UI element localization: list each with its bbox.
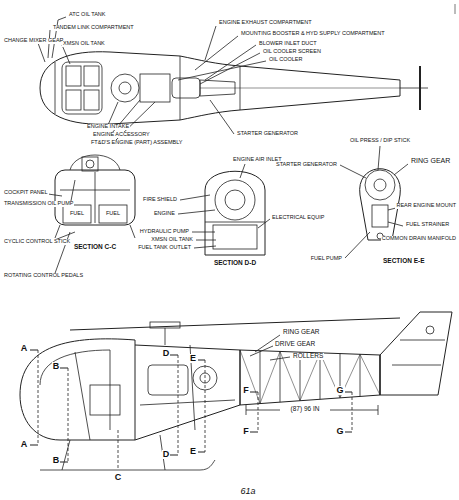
section-letter: E	[189, 447, 197, 456]
part-label: ROTATING CONTROL PEDALS	[3, 273, 84, 279]
section-title: SECTION D-D	[213, 260, 257, 267]
section-letter: D	[162, 349, 171, 358]
part-label: MOUNTING BOOSTER & HYD SUPPLY COMPARTMEN…	[240, 31, 386, 37]
part-label: DRIVE GEAR	[274, 341, 316, 348]
section-letter: C	[114, 473, 123, 482]
part-label: BLOWER INLET DUCT	[258, 41, 318, 47]
part-label: CHANGE MIXER GEAR	[3, 38, 65, 44]
part-label: RING GEAR	[282, 329, 320, 336]
part-label: FUEL TANK OUTLET	[137, 245, 192, 251]
part-label: COCKPIT PANEL	[3, 190, 49, 196]
part-label: COMMON DRAIN MANIFOLD	[381, 236, 457, 242]
part-label: ENGINE	[153, 211, 176, 217]
part-label: REAR ENGINE MOUNT	[395, 203, 457, 209]
part-label: ROLLERS	[292, 353, 324, 360]
part-label: ENGINE INTAKE	[86, 124, 130, 130]
part-label: FUEL PUMP	[310, 256, 343, 262]
section-title: SECTION C-C	[73, 244, 117, 251]
part-label: CYCLIC CONTROL STICK	[3, 239, 71, 245]
part-label: FUEL	[105, 211, 121, 217]
part-label: XMSN OIL TANK	[150, 237, 194, 243]
part-label: HYDRAULIC PUMP	[139, 229, 190, 235]
section-letter: B	[52, 362, 61, 371]
section-letter: F	[242, 427, 250, 436]
part-label: OIL PRESS / DIP STICK	[349, 138, 411, 144]
part-label: TANDEM LINK COMPARTMENT	[52, 25, 135, 31]
section-letter: A	[20, 440, 29, 449]
section-letter: G	[335, 427, 344, 436]
part-label: STARTER GENERATOR	[275, 162, 338, 168]
part-label: ENGINE ACCESSORY	[92, 132, 151, 138]
part-label: OIL COOLER	[268, 57, 303, 63]
section-letter: D	[162, 450, 171, 459]
section-letter: A	[20, 344, 29, 353]
dimension: (87) 96 IN	[290, 406, 321, 413]
part-label: XMSN OIL TANK	[62, 41, 106, 47]
part-label: FUEL STRAINER	[405, 222, 450, 228]
part-label: TRANSMISSION OIL PUMP	[3, 201, 74, 207]
part-label: FT&D'S ENGINE (PART) ASSEMBLY	[90, 140, 184, 146]
section-letter: G	[335, 386, 344, 395]
part-label: FIRE SHIELD	[142, 197, 178, 203]
page-number: 61a	[239, 487, 256, 496]
part-label: ELECTRICAL EQUIP	[271, 215, 325, 221]
section-title: SECTION E-E	[382, 258, 426, 265]
part-label: STARTER GENERATOR	[236, 131, 299, 137]
part-label: ENGINE EXHAUST COMPARTMENT	[218, 20, 313, 26]
section-letter: B	[52, 456, 61, 465]
part-label: RING GEAR	[410, 157, 451, 164]
section-letter: F	[242, 386, 250, 395]
section-letter: E	[189, 354, 197, 363]
part-label: FUEL	[69, 211, 85, 217]
part-label: ATC OIL TANK	[68, 12, 106, 18]
part-label: OIL COOLER SCREEN	[262, 49, 322, 55]
